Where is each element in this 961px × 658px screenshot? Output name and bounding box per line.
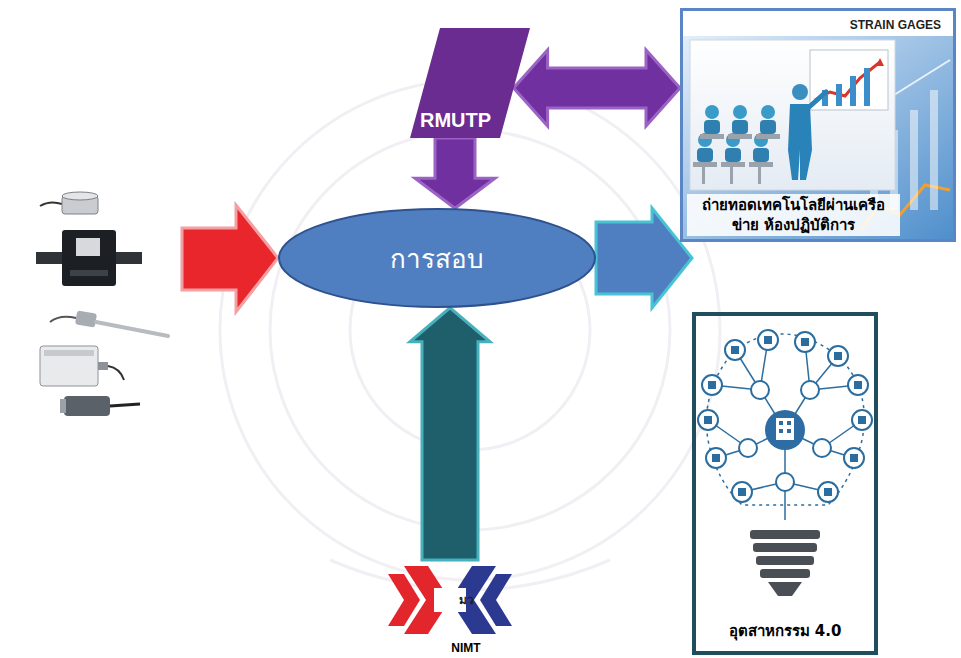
ellipse-fill xyxy=(279,209,595,307)
watermark-seal xyxy=(220,80,720,590)
sensors xyxy=(36,192,168,416)
logo-text: RMUTP xyxy=(420,109,491,132)
logo: มว NIMT xyxy=(400,560,532,655)
nimt-logo-artwork xyxy=(388,566,512,634)
image-panel: STRAIN GAGES ถ่ายทอดเทคโนโลยีผ่านเครือข่า… xyxy=(680,8,956,242)
panel-header: STRAIN GAGES xyxy=(850,18,941,32)
logo-text: NIMT xyxy=(400,641,532,655)
parallelogram-fill xyxy=(410,28,530,138)
block-arrow xyxy=(410,308,490,560)
input-arrow xyxy=(182,205,278,312)
strain-gage-artwork xyxy=(683,36,953,239)
panel-caption: ถ่ายทอดเทคโนโลยีผ่านเครือข่าย ห้องปฏิบัต… xyxy=(687,194,900,237)
block-arrow xyxy=(596,208,692,308)
logo-mark-text: มว xyxy=(400,590,532,609)
block-arrow xyxy=(415,138,495,208)
lightbulb-network xyxy=(698,330,872,596)
logo-parallelogram: RMUTP xyxy=(410,28,530,138)
block-arrow xyxy=(514,50,680,126)
image-panel: อุตสาหกรรม 4.0 xyxy=(692,312,878,655)
panel-caption: อุตสาหกรรม 4.0 xyxy=(702,619,868,643)
ellipse-label: การสอบ xyxy=(390,238,484,279)
process-ellipse: การสอบ xyxy=(278,208,596,308)
ellipse-outline xyxy=(278,208,596,308)
parallelogram-outline xyxy=(410,28,530,138)
